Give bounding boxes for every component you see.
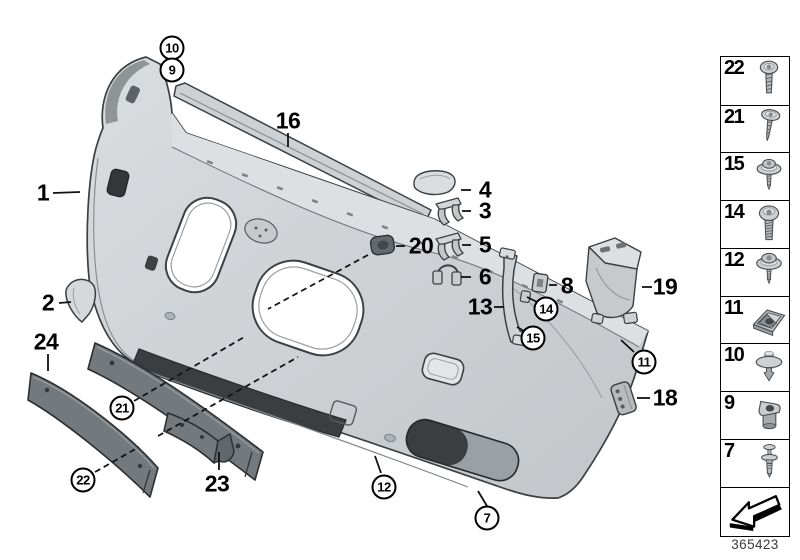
tapping-screw-icon xyxy=(749,107,789,152)
callout-4[interactable]: 4 xyxy=(478,176,492,203)
cage-nut-icon xyxy=(749,298,789,343)
callout-14[interactable]: 14 xyxy=(533,296,559,322)
roundel-emblem xyxy=(244,218,278,244)
fastener-item-number: 22 xyxy=(724,57,745,79)
dome-screw-icon xyxy=(749,202,789,247)
fastener-item-number: 9 xyxy=(724,392,735,415)
callout-7[interactable]: 7 xyxy=(474,505,500,531)
callout-20[interactable]: 20 xyxy=(408,232,434,259)
fastener-item-10[interactable]: 10 xyxy=(721,343,789,391)
part-4-washer-cover xyxy=(413,170,456,196)
callout-8[interactable]: 8 xyxy=(560,272,574,299)
page-back-cell[interactable] xyxy=(721,486,789,535)
fastener-item-number: 21 xyxy=(724,105,745,128)
callout-12[interactable]: 12 xyxy=(371,474,397,500)
part-6-clip xyxy=(432,264,462,286)
fastener-item-number: 11 xyxy=(724,296,744,319)
fastener-item-22[interactable]: 22 xyxy=(721,57,789,105)
callout-9[interactable]: 9 xyxy=(159,57,185,83)
callout-3[interactable]: 3 xyxy=(478,197,492,224)
part-1-bumper-trim xyxy=(86,56,649,499)
expansion-rivet-icon xyxy=(749,441,789,486)
callout-15[interactable]: 15 xyxy=(520,325,546,351)
callout-11[interactable]: 11 xyxy=(631,349,657,375)
fastener-item-number: 15 xyxy=(724,153,745,176)
callout-6[interactable]: 6 xyxy=(478,263,492,290)
dashed-leader-lines xyxy=(94,254,369,473)
diagram-number: 365423 xyxy=(731,537,779,552)
callout-24[interactable]: 24 xyxy=(33,328,59,355)
fastener-item-14[interactable]: 14 xyxy=(721,200,789,248)
pan-head-screw-icon xyxy=(749,58,789,103)
part-2-towing-eye-cover xyxy=(65,278,97,324)
callout-22[interactable]: 22 xyxy=(70,467,96,493)
callout-23[interactable]: 23 xyxy=(204,470,230,497)
fastener-item-number: 7 xyxy=(724,439,735,462)
fastener-item-9[interactable]: 9 xyxy=(721,391,789,439)
page-back-arrow-icon xyxy=(725,491,785,531)
callout-19[interactable]: 19 xyxy=(652,273,678,300)
washer-screw-short-icon xyxy=(749,250,789,295)
part-24-license-plate-base xyxy=(27,372,159,498)
callout-5[interactable]: 5 xyxy=(478,231,492,258)
part-8-clip-bracket xyxy=(531,272,549,294)
callout-18[interactable]: 18 xyxy=(652,384,678,411)
fastener-item-21[interactable]: 21 xyxy=(721,104,789,153)
fastener-item-11[interactable]: 11 xyxy=(721,295,789,344)
fastener-item-12[interactable]: 12 xyxy=(721,247,789,296)
part-18-bracket xyxy=(610,381,637,416)
washer-screw-icon xyxy=(749,154,789,199)
kidney-grille-openings xyxy=(164,196,365,357)
callout-21[interactable]: 21 xyxy=(109,395,135,421)
fastener-item-7[interactable]: 7 xyxy=(721,438,789,487)
fastener-item-number: 14 xyxy=(724,201,745,224)
callout-1[interactable]: 1 xyxy=(36,179,50,206)
fastener-legend: 22 21 15 14 12 11 10 9 7 xyxy=(720,56,790,537)
flange-rivet-icon xyxy=(749,345,789,390)
callout-2[interactable]: 2 xyxy=(41,289,55,316)
callout-13[interactable]: 13 xyxy=(467,293,493,320)
fastener-item-number: 12 xyxy=(724,248,745,271)
fastener-item-15[interactable]: 15 xyxy=(721,152,789,200)
fog-duct-opening xyxy=(405,418,520,482)
part-3-bracket xyxy=(435,197,465,226)
part-5-bracket xyxy=(435,232,465,261)
part-20-pdc-sensor xyxy=(369,234,396,256)
leader-lines xyxy=(47,133,652,507)
part-19-side-support xyxy=(585,237,642,325)
expansion-nut-icon xyxy=(749,393,789,438)
flange-slot-marks xyxy=(206,160,599,319)
fastener-item-number: 10 xyxy=(724,344,745,367)
callout-10[interactable]: 10 xyxy=(159,35,185,61)
callout-16[interactable]: 16 xyxy=(275,107,301,134)
